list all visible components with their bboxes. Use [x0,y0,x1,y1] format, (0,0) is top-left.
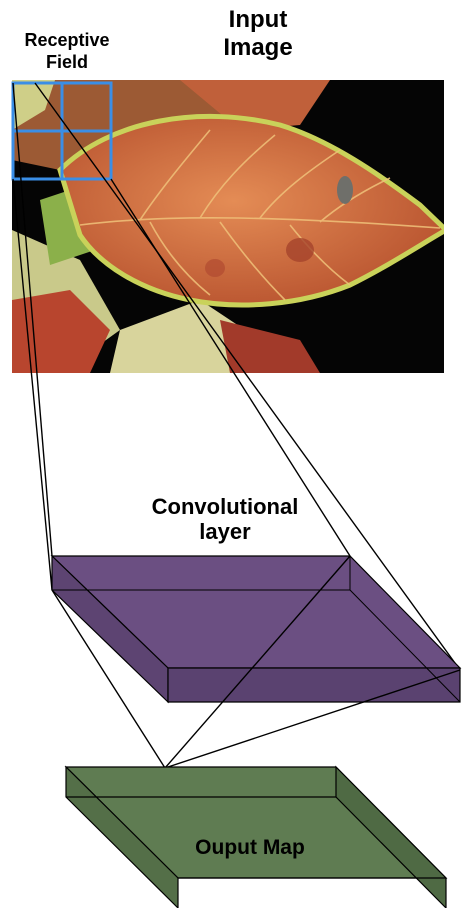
input-image [12,80,446,373]
input-image-label-line2: Image [200,34,316,62]
conv-layer-label: Convolutional layer [120,494,330,545]
input-image-label: Input Image [200,6,316,61]
conv-layer-slab [52,556,460,702]
receptive-field-label: Receptive Field [8,30,126,73]
input-image-label-line1: Input [200,6,316,34]
receptive-field-label-line1: Receptive [8,30,126,52]
conv-layer-label-line1: Convolutional [120,494,330,519]
receptive-field-label-line2: Field [8,52,126,74]
conv-layer-label-line2: layer [120,519,330,544]
output-map-label: Ouput Map [160,836,340,860]
